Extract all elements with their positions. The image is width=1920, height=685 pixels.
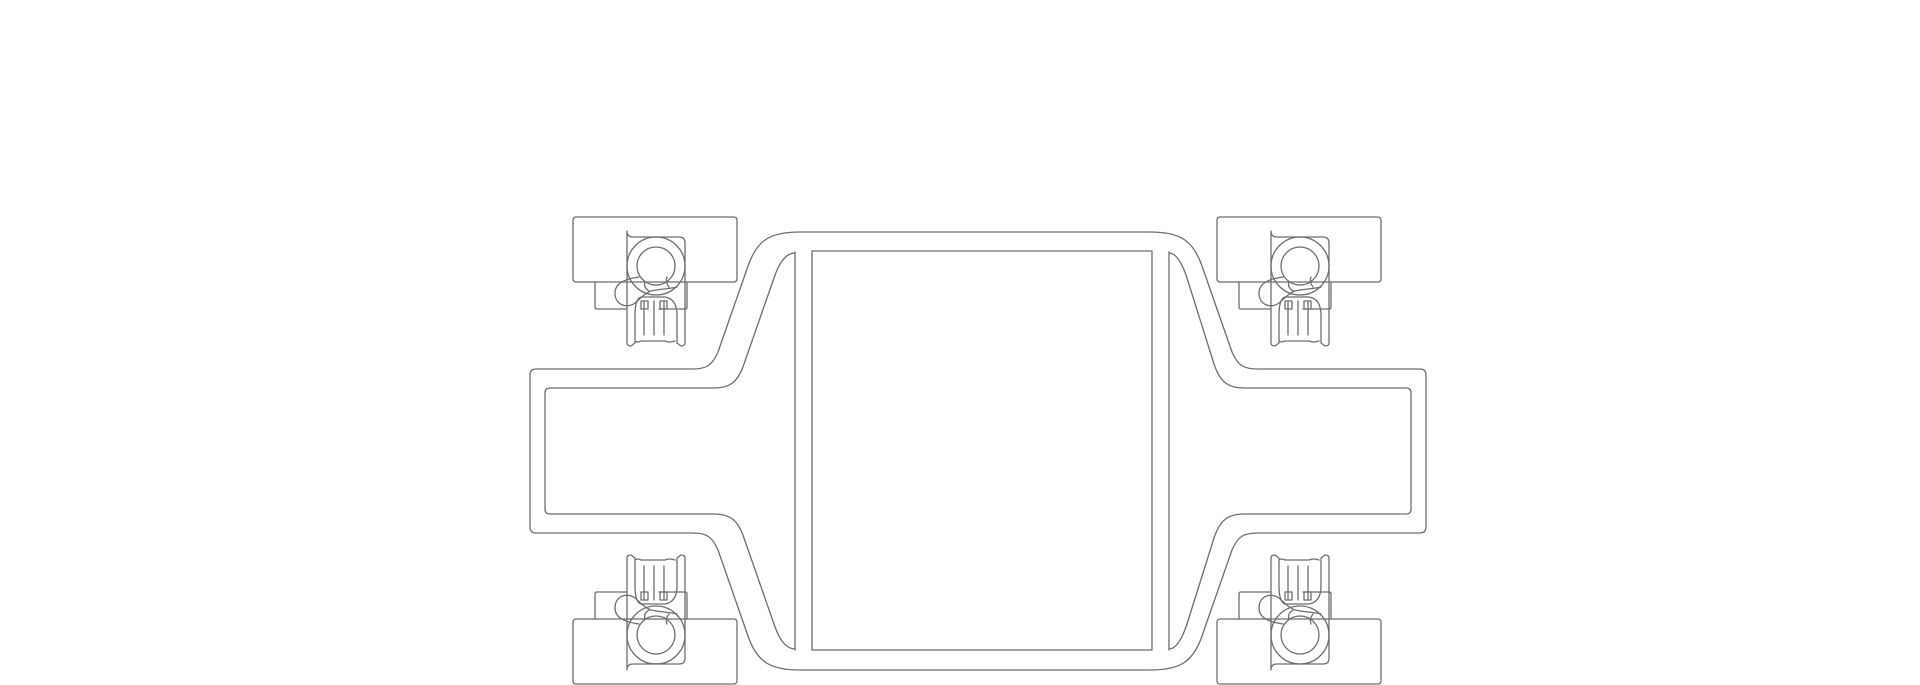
- center-window-square: [811, 250, 1153, 651]
- housing-inner-contour: [544, 252, 1412, 650]
- hand-knob-clamp-icon-bottom-left: [572, 554, 738, 685]
- hand-knob-clamp-icon-bottom-right: [1216, 554, 1382, 685]
- housing-outer-contour: [529, 231, 1427, 671]
- hand-knob-clamp-icon-top-right: [1216, 216, 1382, 347]
- hand-knob-clamp-icon-top-left: [572, 216, 738, 347]
- housing-outline: [529, 231, 1427, 671]
